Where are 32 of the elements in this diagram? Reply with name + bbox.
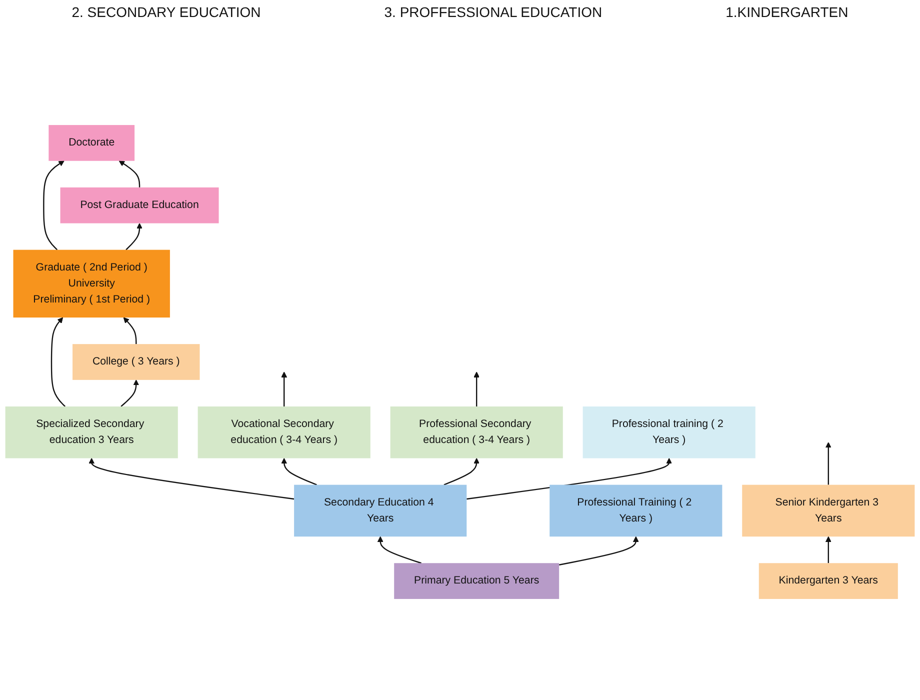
section-label: 3. PROFFESSIONAL EDUCATION xyxy=(384,4,602,20)
node-box: Senior Kindergarten 3 Years xyxy=(742,484,915,537)
arrow xyxy=(118,160,140,188)
section-label: 2. SECONDARY EDUCATION xyxy=(72,4,261,20)
arrow xyxy=(88,458,294,500)
node-box: Kindergarten 3 Years xyxy=(758,563,898,599)
arrow xyxy=(120,380,140,407)
node-box: Graduate ( 2nd Period ) University Preliminary ( 1st Period ) xyxy=(13,250,170,318)
arrow xyxy=(377,536,422,564)
node-box: Primary Education 5 Years xyxy=(394,563,560,599)
node-box: Vocational Secondary education ( 3-4 Years ) xyxy=(198,406,370,458)
arrow xyxy=(825,442,832,485)
arrow xyxy=(43,160,64,250)
arrow xyxy=(444,458,480,486)
node-box: College ( 3 Years ) xyxy=(72,344,200,380)
node-box: Post Graduate Education xyxy=(60,187,219,224)
arrow xyxy=(466,458,672,500)
node-box: Professional Secondary education ( 3-4 Years ) xyxy=(390,406,563,458)
node-box: Professional Training ( 2 Years ) xyxy=(550,484,722,537)
node-box: Secondary Education 4 Years xyxy=(294,484,467,537)
node-box: Specialized Secondary education 3 Years xyxy=(5,406,178,458)
arrow xyxy=(126,223,142,250)
arrow xyxy=(281,372,288,406)
node-box: Professional training ( 2 Years ) xyxy=(582,406,756,458)
arrow xyxy=(825,536,832,564)
arrow xyxy=(50,317,66,407)
section-label: 1.KINDERGARTEN xyxy=(726,4,848,20)
arrow xyxy=(281,458,317,486)
arrow xyxy=(123,317,137,344)
arrow xyxy=(558,536,639,566)
arrow xyxy=(474,372,480,406)
node-box: Doctorate xyxy=(48,125,135,161)
